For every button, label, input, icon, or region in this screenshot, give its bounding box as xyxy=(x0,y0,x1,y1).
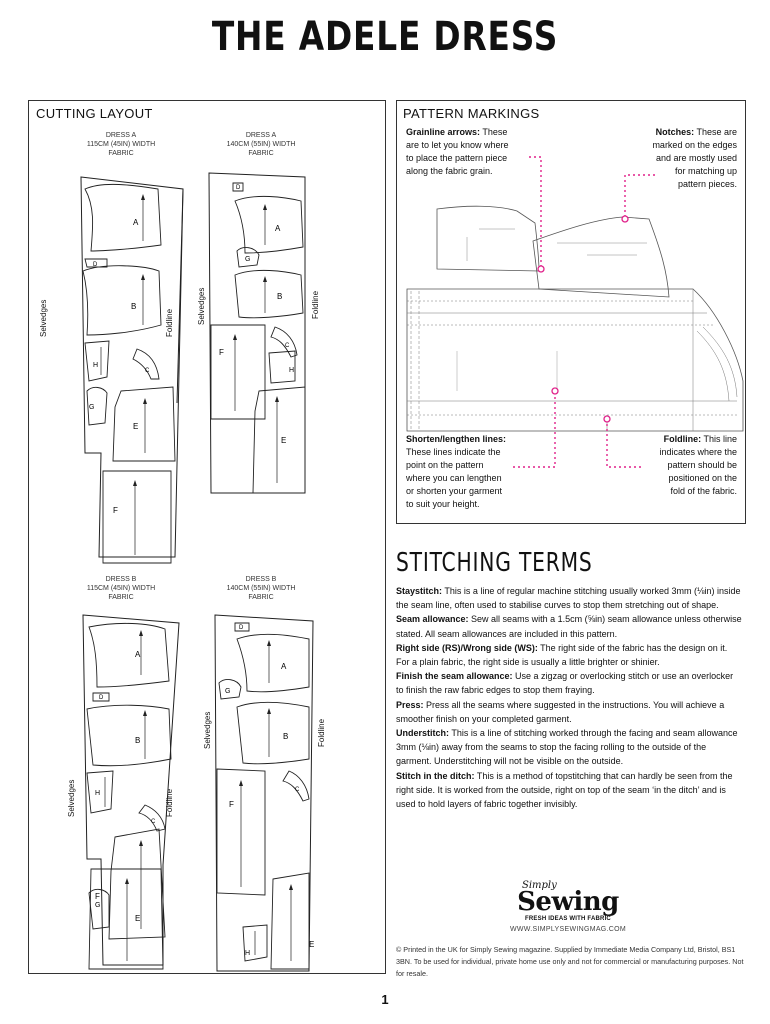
svg-text:E: E xyxy=(135,914,140,923)
term-press: Press: Press all the seams where suggest… xyxy=(396,699,725,724)
logo-tagline: FRESH IDEAS WITH FABRIC xyxy=(525,916,611,922)
term-seam-allowance: Seam allowance: Sew all seams with a 1.5… xyxy=(396,614,742,639)
svg-text:D: D xyxy=(99,695,104,701)
logo-sewing: Sewing xyxy=(517,887,619,917)
shorten-lengthen-note: Shorten/lengthen lines: These lines indi… xyxy=(406,434,507,509)
pattern-markings-heading: PATTERN MARKINGS xyxy=(403,106,540,121)
logo-simply: Simply xyxy=(522,880,557,891)
svg-text:F: F xyxy=(95,892,100,901)
svg-text:G: G xyxy=(95,902,100,909)
page-title: THE ADELE DRESS xyxy=(211,14,559,60)
page-number: 1 xyxy=(381,992,389,1007)
svg-text:F: F xyxy=(113,506,118,515)
selvedges-label-2: Selvedges xyxy=(197,287,206,325)
term-finish-seam: Finish the seam allowance: Use a zigzag … xyxy=(396,671,734,696)
foldline-note: Foldline: This line indicates where the … xyxy=(659,434,737,496)
selvedges-label-1: Selvedges xyxy=(39,299,48,337)
svg-text:B: B xyxy=(277,292,282,301)
svg-text:E: E xyxy=(281,436,286,445)
svg-text:H: H xyxy=(93,362,98,369)
dress-b-115-caption: DRESS B 115CM (45IN) WIDTH FABRIC xyxy=(86,576,156,601)
svg-text:D: D xyxy=(93,262,98,268)
term-understitch: Understitch: This is a line of stitching… xyxy=(396,728,738,767)
layout-diagram-b-115: A D B H C G E xyxy=(82,614,180,966)
svg-text:C: C xyxy=(285,343,290,349)
term-right-wrong-side: Right side (RS)/Wrong side (WS): The rig… xyxy=(396,642,728,668)
svg-text:G: G xyxy=(89,404,94,411)
dress-a-115-caption: DRESS A 115CM (45IN) WIDTH FABRIC xyxy=(86,132,156,157)
svg-text:F: F xyxy=(219,348,224,357)
layout-diagram-a-140: D A G B F C H E xyxy=(208,172,306,494)
foldline-label-2: Foldline xyxy=(311,290,320,319)
pattern-markings-panel: PATTERN MARKINGS Grainline arr xyxy=(396,100,746,524)
foldline-label-1: Foldline xyxy=(165,308,174,337)
svg-text:E: E xyxy=(133,422,138,431)
svg-text:A: A xyxy=(135,650,141,659)
cutting-layout-panel: CUTTING LAYOUT DRESS A 115CM (45IN) WIDT… xyxy=(28,100,386,974)
notches-note: Notches: These are marked on the edges a… xyxy=(652,127,737,189)
term-stitch-in-ditch: Stitch in the ditch: This is a method of… xyxy=(396,770,733,810)
svg-text:C: C xyxy=(151,819,156,825)
selvedges-label-3: Selvedges xyxy=(67,779,76,817)
svg-text:B: B xyxy=(283,732,288,741)
layout-diagram-b-115-skirt: F xyxy=(88,868,164,970)
svg-text:B: B xyxy=(131,302,136,311)
svg-text:E: E xyxy=(309,940,314,949)
svg-text:C: C xyxy=(145,368,150,374)
logo-url: WWW.SIMPLYSEWINGMAG.COM xyxy=(509,926,627,933)
svg-text:G: G xyxy=(245,256,250,263)
term-staystitch: Staystitch: This is a line of regular ma… xyxy=(396,586,741,611)
foldline-label-4: Foldline xyxy=(317,718,326,747)
layout-diagram-a-115: A D B H C G E F xyxy=(80,176,184,564)
svg-text:A: A xyxy=(133,218,139,227)
svg-text:D: D xyxy=(236,185,241,191)
copyright-footer: © Printed in the UK for Simply Sewing ma… xyxy=(396,945,744,978)
stitching-terms-list: Staystitch: This is a line of regular ma… xyxy=(396,584,742,811)
foldline-label-3: Foldline xyxy=(165,788,174,817)
dress-a-140-caption: DRESS A 140CM (55IN) WIDTH FABRIC xyxy=(226,132,296,157)
svg-text:A: A xyxy=(281,662,287,671)
svg-text:D: D xyxy=(239,625,244,631)
svg-text:A: A xyxy=(275,224,281,233)
cutting-layout-heading: CUTTING LAYOUT xyxy=(36,106,153,121)
stitching-terms-heading: STITCHING TERMS xyxy=(396,548,593,578)
selvedges-label-4: Selvedges xyxy=(203,711,212,749)
svg-text:H: H xyxy=(95,790,100,797)
pattern-illustration xyxy=(406,156,744,468)
layout-diagram-b-140: D A G B F C E H xyxy=(214,614,314,972)
svg-text:F: F xyxy=(229,800,234,809)
svg-text:H: H xyxy=(289,367,294,374)
svg-text:G: G xyxy=(225,688,230,695)
simply-sewing-logo: Simply Sewing FRESH IDEAS WITH FABRIC WW… xyxy=(498,880,638,940)
svg-text:C: C xyxy=(295,787,300,793)
dress-b-140-caption: DRESS B 140CM (55IN) WIDTH FABRIC xyxy=(226,576,296,601)
svg-text:H: H xyxy=(245,950,250,957)
svg-text:B: B xyxy=(135,736,140,745)
grainline-note: Grainline arrows: These are to let you k… xyxy=(406,127,509,176)
